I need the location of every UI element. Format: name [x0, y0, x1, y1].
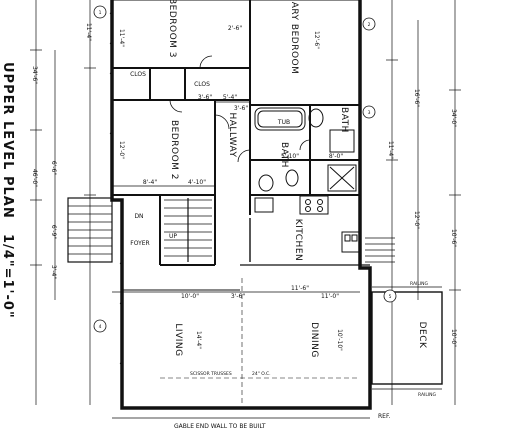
room-living: LIVING: [173, 323, 183, 356]
dim-top-a: 2'-6": [228, 25, 242, 32]
grid-bubble-3: [362, 105, 376, 119]
interior-walls: [112, 0, 370, 291]
grid-bubble-5: [383, 289, 397, 303]
stairs-deck: [365, 237, 395, 263]
dim-hall-a: 3'-6": [198, 94, 212, 101]
dim-low-b: 11'-0": [321, 293, 339, 300]
drawing-scale: 1/4"=1'-0": [0, 234, 15, 319]
dim-left-b: 6'-9": [50, 225, 57, 239]
dim-right-a: 11'-4": [387, 141, 394, 159]
grid-label-3: 3: [368, 110, 371, 116]
note-gable-end: GABLE END WALL TO BE BUILT: [174, 423, 266, 430]
room-hallway: HALLWAY: [227, 113, 237, 158]
note-scissor-trusses: SCISSOR TRUSSES: [190, 371, 232, 377]
room-closet-2: CLOS: [194, 81, 210, 88]
stairs-up-label: UP: [169, 233, 177, 240]
room-dining: DINING: [309, 322, 319, 358]
dim-top-b: 12'-6": [313, 31, 320, 49]
center-lines: [160, 278, 360, 405]
room-primary-bedroom: PRIMARY BEDROOM: [289, 0, 299, 74]
grid-label-2: 2: [368, 22, 371, 28]
grid-bubble-4: [93, 319, 107, 333]
dim-bedroom3-height: 11'-4": [118, 29, 125, 47]
room-closet-1: CLOS: [130, 71, 146, 78]
bath-fixtures: [254, 107, 357, 192]
dim-left-overall: 46'-0": [31, 169, 38, 187]
dim-left-mid: 11'-4": [85, 23, 92, 41]
grid-label-1: 1: [99, 10, 102, 16]
door-swings: [169, 55, 311, 163]
note-pitch: 24" O.C.: [252, 371, 271, 377]
dim-mid-b: 10'-0": [181, 293, 199, 300]
dim-dining-width: 10'-10": [336, 329, 343, 351]
dim-bedroom2-height: 12'-0": [118, 141, 125, 159]
dim-right-upper: 16'-6": [413, 89, 420, 107]
note-railing-top: RAILING: [410, 281, 429, 287]
grid-bubble-1: [93, 5, 107, 19]
dim-low-a: 4'-10": [188, 179, 206, 186]
room-deck: DECK: [417, 322, 427, 349]
dim-right-overall: 34'-0": [450, 109, 457, 127]
dim-right-mid: 10'-6": [450, 229, 457, 247]
dim-mid-a: 3'-6": [231, 293, 245, 300]
dimension-lines: [30, 0, 461, 419]
deck: [371, 286, 443, 390]
dim-kitchen-width: 11'-6": [291, 285, 309, 292]
grid-bubble-2: [362, 17, 376, 31]
note-corner-ref: REF.: [378, 413, 390, 420]
tub-label: TUB: [277, 119, 290, 126]
dim-living-width: 14'-4": [195, 331, 202, 349]
dim-bedroom2-width: 8'-4": [143, 179, 157, 186]
room-kitchen: KITCHEN: [293, 219, 303, 262]
room-foyer: FOYER: [130, 240, 149, 247]
kitchen-fixtures: [249, 195, 361, 262]
stairs-down-label: DN: [134, 213, 143, 220]
grid-label-5: 5: [389, 294, 392, 300]
drawing-title: UPPER LEVEL PLAN: [0, 62, 15, 219]
room-bedroom-3: BEDROOM 3: [167, 0, 177, 58]
wall-hatch: [109, 9, 123, 365]
stairs-interior: [164, 198, 212, 262]
room-bath-1: BATH: [339, 107, 349, 133]
dim-right-deck: 10'-0": [450, 329, 457, 347]
note-railing-bottom: RAILING: [418, 392, 437, 398]
dim-bath-a: 5'-10": [281, 153, 299, 160]
dim-right-lower: 12'-0": [413, 211, 420, 229]
room-bath-2: BATH: [279, 142, 289, 168]
dim-bath-b: 8'-0": [329, 153, 343, 160]
dim-hall-c: 3'-6": [234, 105, 248, 112]
dim-left-c: 3'-4": [50, 265, 57, 279]
grid-bubbles: [93, 5, 397, 333]
room-bedroom-2: BEDROOM 2: [169, 120, 179, 180]
dim-left-upper: 34'-6": [31, 66, 38, 84]
exterior-walls: [110, 0, 372, 410]
grid-label-4: 4: [99, 324, 102, 330]
dim-left-a: 6'-6": [50, 161, 57, 175]
dim-hall-b: 5'-4": [223, 94, 237, 101]
